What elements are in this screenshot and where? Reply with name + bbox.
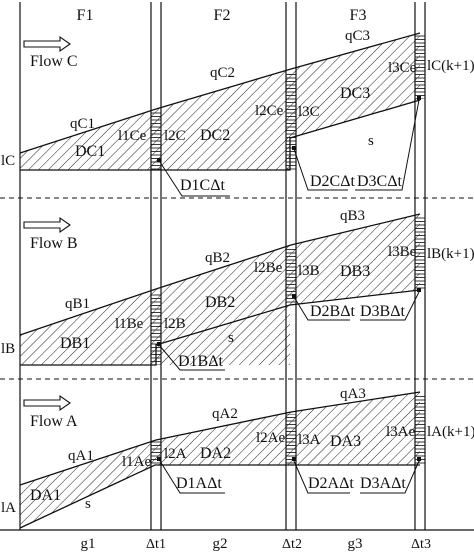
flow-c-callout-1 xyxy=(159,161,230,197)
flow-a-d1: DA1 xyxy=(30,487,61,504)
flow-a-region xyxy=(19,391,425,529)
axis-g3: g3 xyxy=(348,536,363,552)
flow-c-l2e: l2Ce xyxy=(255,103,284,119)
flow-b-dt1: D1BΔt xyxy=(178,353,224,370)
flow-b-l3: l3B xyxy=(298,263,320,279)
flow-c-dt1: D1CΔt xyxy=(180,177,226,194)
flow-b-d3: DB3 xyxy=(340,263,370,280)
flow-c-arrival-line xyxy=(19,32,421,154)
flow-a-q3: qA3 xyxy=(340,386,366,402)
flow-b-transition-strip-2 xyxy=(286,248,296,305)
flow-c-l1e: l1Ce xyxy=(118,128,147,144)
flow-b-d1: DB1 xyxy=(60,335,90,352)
flow-a-transition-strip-1 xyxy=(151,440,161,465)
flow-c-q3: qC3 xyxy=(345,28,370,44)
flow-b-callout-2 xyxy=(293,296,350,321)
flow-b-right-level: lB(k+1) xyxy=(427,246,474,262)
flow-c-hatched-area xyxy=(20,33,420,170)
flow-c-label: Flow C xyxy=(30,53,78,70)
flow-a-l1e: l1Ae xyxy=(122,454,152,470)
flow-b-hatched-area xyxy=(20,214,420,365)
flow-a-s: s xyxy=(85,496,91,512)
flow-c-q2: qC2 xyxy=(210,65,235,81)
flow-a-l2e: l2Ae xyxy=(256,430,286,446)
flow-b-transition-strip-3 xyxy=(415,217,425,290)
flow-b-l3e: l3Be xyxy=(388,244,417,260)
flow-c-right-level: lC(k+1) xyxy=(427,58,474,74)
flow-b-dt3: D3BΔt xyxy=(360,303,406,320)
flow-a-right-level: lA(k+1) xyxy=(427,424,474,440)
flow-a-callout-3 xyxy=(360,460,420,494)
axis-g2: g2 xyxy=(213,536,228,552)
flow-c-region xyxy=(19,32,425,197)
flow-a-l3: l3A xyxy=(298,432,321,448)
flow-b-s: s xyxy=(228,330,234,346)
flow-a-transition-strip-3 xyxy=(415,394,425,465)
flow-arrows xyxy=(23,35,71,412)
flow-a-transition-strip-2 xyxy=(286,414,296,465)
flow-c-callout-2 xyxy=(293,148,348,191)
axis-dt1: Δt1 xyxy=(146,537,166,552)
flow-b-l2e: l2Be xyxy=(254,260,283,276)
flow-a-d2: DA2 xyxy=(200,445,231,462)
flow-c-s: s xyxy=(368,133,374,149)
flow-a-l3e: l3Ae xyxy=(386,424,416,440)
flow-b-region xyxy=(19,213,425,371)
flow-c-d1: DC1 xyxy=(75,143,105,160)
flow-c-transition-strip-3 xyxy=(415,35,425,99)
flow-b-l2: l2B xyxy=(164,316,186,332)
flow-c-left-level: lC xyxy=(1,153,15,169)
flow-c-d3: DC3 xyxy=(340,85,370,102)
phase-f2-label: F2 xyxy=(214,7,231,24)
flow-a-departure-line xyxy=(19,464,420,529)
axis-g1: g1 xyxy=(81,536,96,552)
flow-c-arrow-icon xyxy=(23,35,71,53)
flow-b-label: Flow B xyxy=(30,235,78,252)
flow-c-l3e: l3Ce xyxy=(388,60,417,76)
flow-b-q2: qB2 xyxy=(205,250,230,266)
flow-c-l2: l2C xyxy=(164,128,186,144)
flow-a-label: Flow A xyxy=(30,413,78,430)
flow-b-l1e: l1Be xyxy=(115,316,144,332)
phase-f3-label: F3 xyxy=(350,7,367,24)
flow-a-callout-2 xyxy=(293,460,350,494)
flow-c-transition-strip-2 xyxy=(286,72,296,170)
phase-f1-label: F1 xyxy=(77,7,94,24)
flow-c-dt3: D3CΔt xyxy=(357,173,403,190)
flow-c-l3: l3C xyxy=(298,104,320,120)
flow-a-callout-1 xyxy=(159,460,225,494)
flow-a-d3: DA3 xyxy=(330,433,361,450)
flow-a-hatched-area-left xyxy=(20,440,156,528)
flow-a-dt3: D3AΔt xyxy=(360,475,406,492)
flow-b-q3: qB3 xyxy=(340,208,365,224)
flow-a-arrow-icon xyxy=(23,394,71,412)
flow-c-callout-3 xyxy=(355,99,420,191)
flow-a-q1: qA1 xyxy=(68,448,94,464)
flow-b-left-level: lB xyxy=(1,341,15,357)
flow-a-dt2: D2AΔt xyxy=(308,475,354,492)
flow-c-q1: qC1 xyxy=(70,116,95,132)
flow-c-departure-line xyxy=(20,99,421,171)
flow-c-dt2: D2CΔt xyxy=(310,173,356,190)
flow-b-arrival-line xyxy=(19,213,421,336)
flow-b-d2: DB2 xyxy=(205,294,235,311)
flow-a-dt1: D1AΔt xyxy=(176,475,222,492)
flow-a-q2: qA2 xyxy=(212,406,238,422)
flow-b-callout-1 xyxy=(159,345,225,371)
flow-b-callout-3 xyxy=(360,291,420,321)
flow-b-departure-line xyxy=(20,289,421,366)
frame xyxy=(0,2,474,531)
flow-b-dt2: D2BΔt xyxy=(310,303,356,320)
axis-dt2: Δt2 xyxy=(282,537,302,552)
flow-a-l2: l2A xyxy=(164,446,187,462)
flow-a-arrival-line xyxy=(19,391,421,486)
flow-b-arrow-icon xyxy=(23,216,71,234)
flow-a-left-level: lA xyxy=(1,500,16,516)
flow-c-d2: DC2 xyxy=(200,127,230,144)
flow-b-transition-strip-1 xyxy=(151,292,161,365)
axis-dt3: Δt3 xyxy=(411,537,431,552)
flow-b-q1: qB1 xyxy=(65,296,90,312)
flow-c-transition-strip-1 xyxy=(151,112,161,170)
